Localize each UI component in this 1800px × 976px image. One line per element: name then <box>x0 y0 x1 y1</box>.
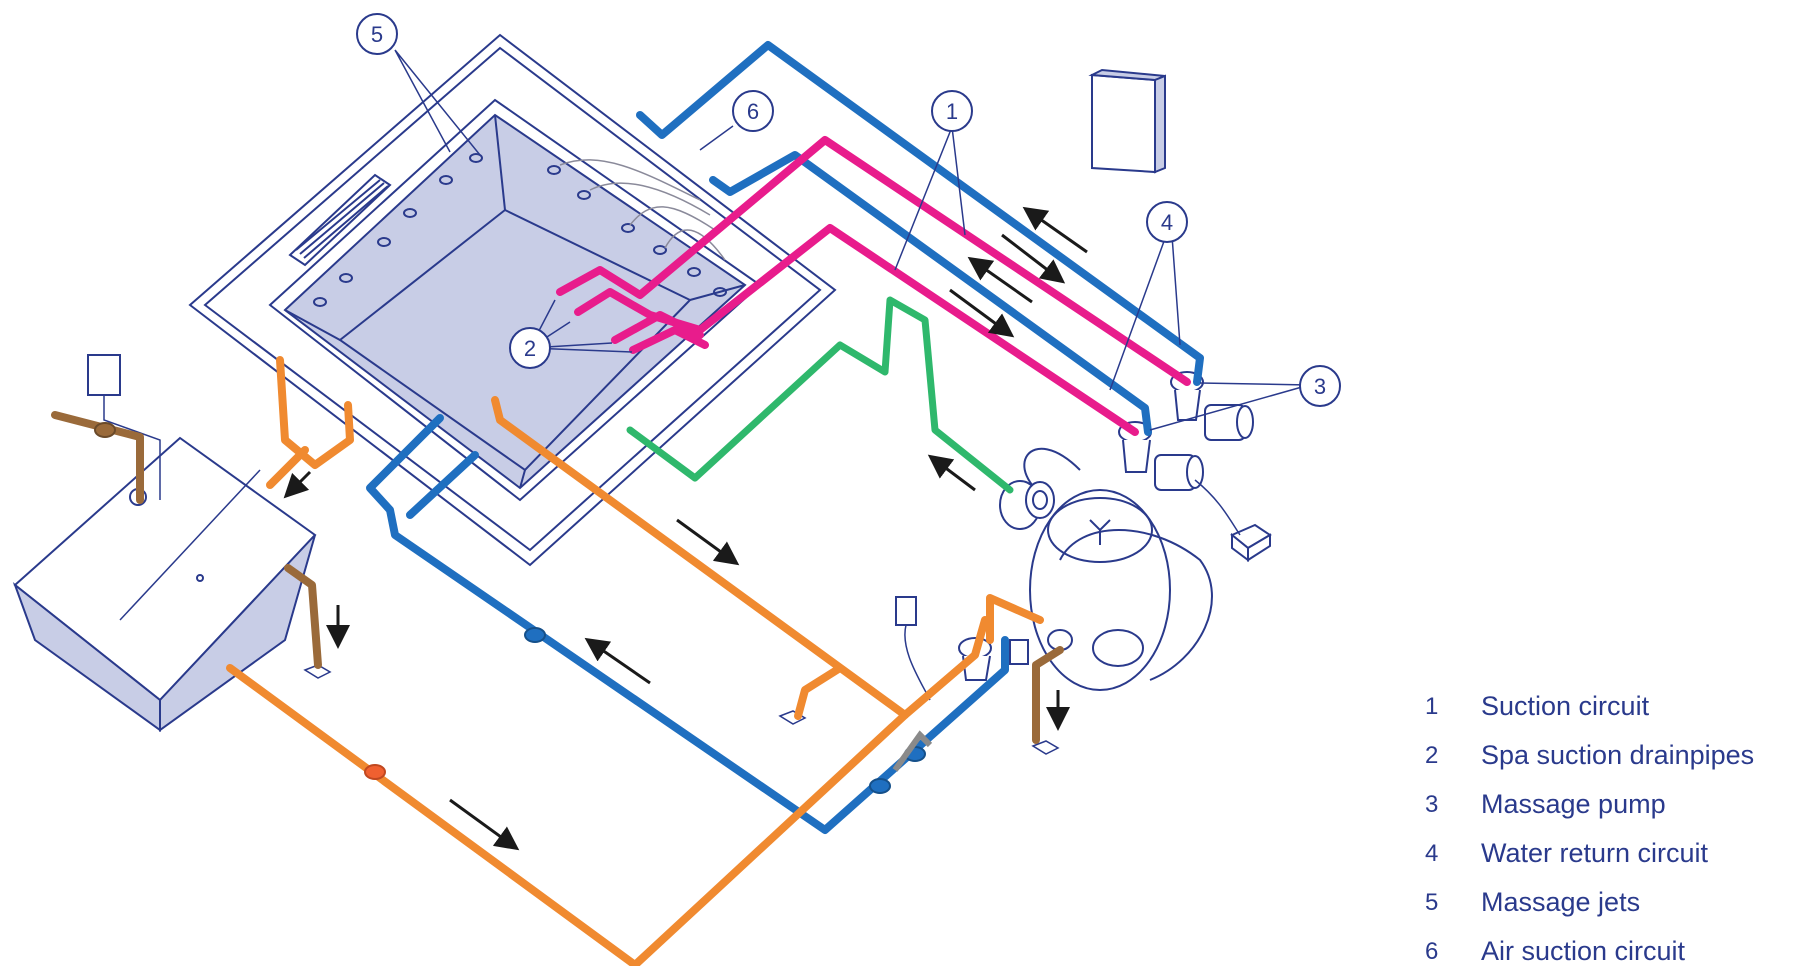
callout-leaders <box>394 49 1310 431</box>
legend-label: Water return circuit <box>1481 838 1709 868</box>
legend-item: 3 Massage pump <box>1425 780 1785 829</box>
water-return-pipes <box>366 41 1204 834</box>
tank-outlet-drain <box>303 664 1060 755</box>
callout-number: 6 <box>747 99 759 124</box>
flow-arrow <box>676 518 740 566</box>
legend-number: 6 <box>1425 937 1439 965</box>
callout-6: 6 <box>732 90 774 132</box>
legend-number: 2 <box>1425 741 1439 769</box>
legend-number: 4 <box>1425 839 1439 867</box>
callout-number: 1 <box>946 99 958 124</box>
drain-pipes <box>226 356 1044 966</box>
legend-number: 1 <box>1425 692 1439 720</box>
legend-label: Spa suction drainpipes <box>1481 740 1755 770</box>
flow-arrow <box>949 288 1015 338</box>
flow-arrow <box>584 637 651 685</box>
balance-tank <box>12 354 317 732</box>
brown-drain-pipes <box>51 411 1064 744</box>
legend-item: 6 Air suction circuit <box>1425 927 1785 976</box>
flow-arrow <box>1022 206 1088 254</box>
callout-number: 4 <box>1161 210 1173 235</box>
flow-arrow <box>283 470 312 499</box>
callout-2: 2 <box>509 327 551 369</box>
pipe-valves <box>94 422 933 794</box>
callout-5: 5 <box>356 13 398 55</box>
callout-4: 4 <box>1146 201 1188 243</box>
air-suction-pipe <box>626 296 1014 494</box>
legend: 1 Suction circuit 2 Spa suction drainpip… <box>1425 682 1785 976</box>
callout-1: 1 <box>931 90 973 132</box>
callout-number: 3 <box>1314 374 1326 399</box>
spa-tub <box>188 33 837 567</box>
flow-arrow <box>927 454 976 492</box>
callout-number: 2 <box>524 336 536 361</box>
legend-number: 5 <box>1425 888 1439 916</box>
legend-item: 2 Spa suction drainpipes <box>1425 731 1785 780</box>
flow-arrow <box>1001 233 1066 284</box>
suction-pipes <box>556 136 1191 436</box>
legend-label: Massage pump <box>1481 789 1666 819</box>
junction-box <box>1194 479 1272 562</box>
callout-number: 5 <box>371 22 383 47</box>
legend-item: 4 Water return circuit <box>1425 829 1785 878</box>
legend-number: 3 <box>1425 790 1439 818</box>
flow-arrows <box>283 206 1088 851</box>
legend-label: Suction circuit <box>1481 691 1650 721</box>
callout-3: 3 <box>1299 365 1341 407</box>
legend-item: 5 Massage jets <box>1425 878 1785 927</box>
flow-arrow <box>967 256 1033 304</box>
legend-label: Air suction circuit <box>1481 936 1686 966</box>
control-box <box>1088 68 1166 174</box>
flow-arrow <box>449 798 520 851</box>
legend-label: Massage jets <box>1481 887 1641 917</box>
legend-item: 1 Suction circuit <box>1425 682 1785 731</box>
